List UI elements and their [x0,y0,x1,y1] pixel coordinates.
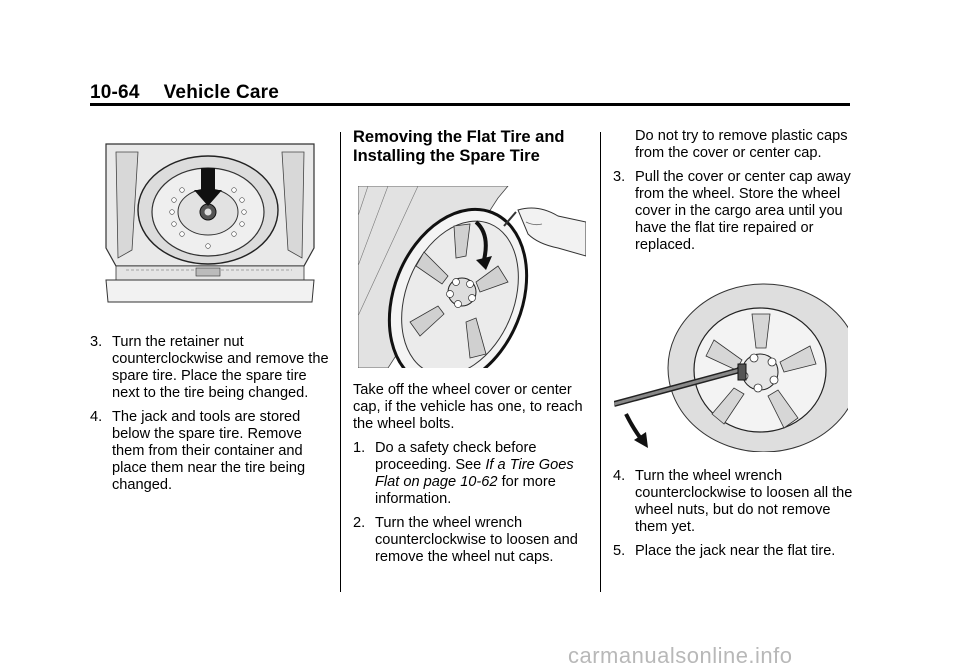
wheel-cover-removal-illustration [358,186,586,368]
list-number: 3. [90,334,103,350]
list-number: 4. [90,409,103,425]
left-column-text: 3. Turn the retainer nut counterclockwis… [90,334,330,501]
list-number: 2. [353,515,366,531]
list-number: 3. [613,169,626,185]
continuation-text: Do not try to remove plastic caps from t… [635,128,848,161]
list-item-2: 2. Turn the wheel wrench counterclockwis… [353,515,593,566]
right-column-text-bottom: 4. Turn the wheel wrench counterclockwis… [613,468,853,567]
list-number: 4. [613,468,626,484]
list-text: The jack and tools are stored below the … [112,409,306,493]
right-column-text-top: Do not try to remove plastic caps from t… [613,128,853,261]
list-text: Turn the wheel wrench counterclockwise t… [375,515,578,565]
list-text-before: Do a safety check before proceeding. See [375,440,537,473]
list-number: 1. [353,440,366,456]
list-text: Place the jack near the flat tire. [635,543,836,559]
list-number: 5. [613,543,626,559]
wheel-wrench-illustration [614,272,848,452]
list-item-4: 4. The jack and tools are stored below t… [90,409,330,494]
intro-paragraph: Take off the wheel cover or center cap, … [353,382,583,432]
list-text: Turn the wheel wrench counterclockwise t… [635,468,853,535]
column-divider-2 [600,132,601,592]
section-heading: Removing the Flat Tire and Installing th… [353,128,565,165]
list-item-5-right: 5. Place the jack near the flat tire. [613,543,853,560]
list-text-after: for more information. [375,474,556,507]
column-divider-1 [340,132,341,592]
watermark-text: carmanualsonline.info [568,643,793,668]
trunk-spare-tire-illustration [102,140,318,312]
middle-column-text: Take off the wheel cover or center cap, … [353,382,593,573]
cross-reference-link[interactable]: If a Tire Goes Flat on page 10-62 [375,457,574,490]
list-item-4-right: 4. Turn the wheel wrench counterclockwis… [613,468,853,536]
section-title: Vehicle Care [163,82,280,103]
list-item-3-right: 3. Pull the cover or center cap away fro… [613,169,853,254]
list-item-1: 1. Do a safety check before proceeding. … [353,440,593,508]
header-rule [90,103,850,106]
list-text: Pull the cover or center cap away from t… [635,169,851,253]
page-header: 10-64 Vehicle Care [90,82,279,104]
page-number: 10-64 [90,82,140,103]
list-text: Turn the retainer nut counterclockwise a… [112,334,329,401]
list-item-3: 3. Turn the retainer nut counterclockwis… [90,334,330,402]
